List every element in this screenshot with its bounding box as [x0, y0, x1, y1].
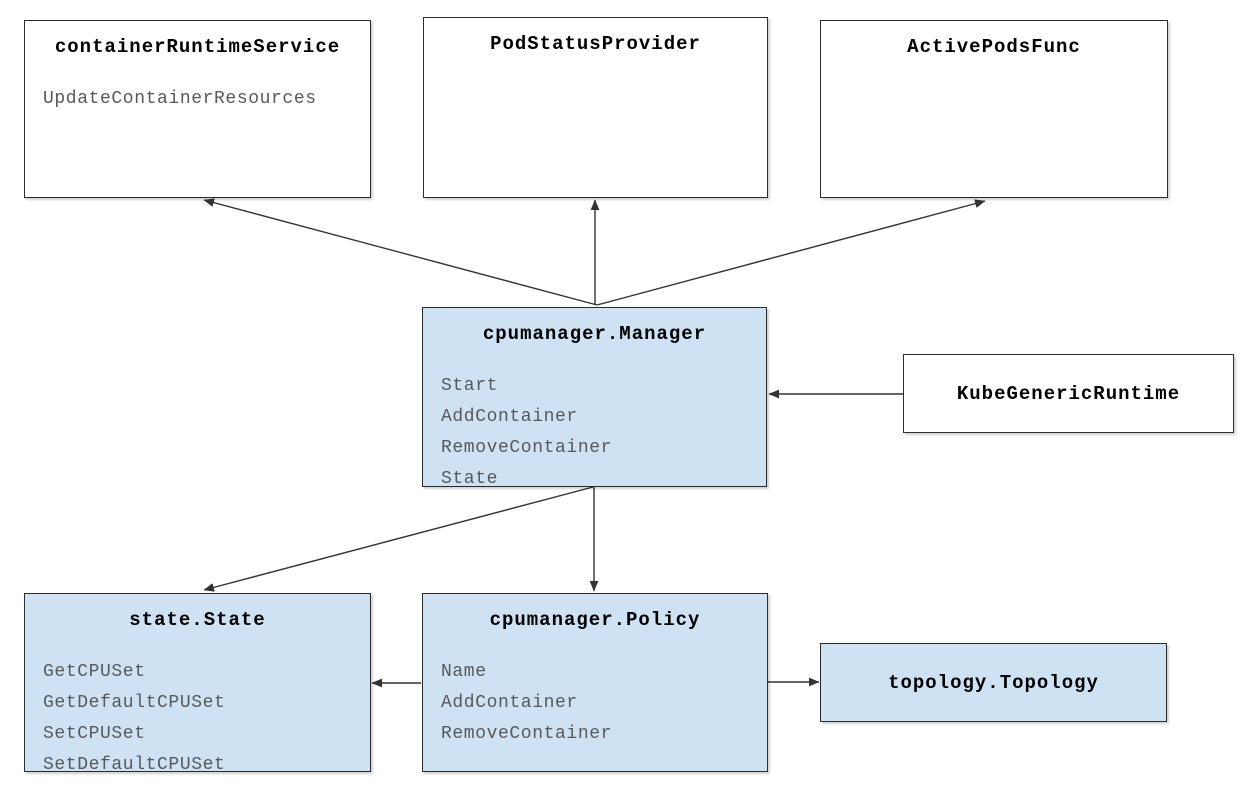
method-label: SetDefaultCPUSet: [43, 755, 226, 775]
node-container-runtime-service: containerRuntimeService UpdateContainerR…: [24, 20, 371, 198]
node-topology-topology: topology.Topology: [820, 643, 1167, 722]
method-label: AddContainer: [441, 693, 578, 713]
node-title: KubeGenericRuntime: [956, 382, 1181, 405]
node-pod-status-provider: PodStatusProvider: [423, 17, 768, 198]
method-label: GetCPUSet: [43, 662, 146, 682]
node-title: topology.Topology: [888, 671, 1099, 694]
method-label: UpdateContainerResources: [43, 89, 317, 109]
edge-manager-to-statestate: [203, 486, 594, 592]
node-title: cpumanager.Policy: [489, 609, 701, 631]
method-label: Start: [441, 376, 499, 396]
edge-manager-to-containerruntimeservice: [203, 198, 598, 306]
node-method-list: Name AddContainer RemoveContainer: [423, 657, 767, 750]
method-label: Name: [441, 662, 487, 682]
method-label: State: [441, 469, 499, 489]
node-state-state: state.State GetCPUSet GetDefaultCPUSet S…: [24, 593, 371, 775]
method-label: GetDefaultCPUSet: [43, 693, 226, 713]
node-method-list: Start AddContainer RemoveContainer State: [423, 371, 766, 495]
method-label: SetCPUSet: [43, 724, 146, 744]
edge-manager-to-activepodsfunc: [596, 199, 986, 306]
node-title: cpumanager.Manager: [482, 323, 707, 345]
node-title: PodStatusProvider: [490, 33, 701, 55]
node-active-pods-func: ActivePodsFunc: [820, 20, 1168, 198]
method-label: AddContainer: [441, 407, 578, 427]
node-method-list: UpdateContainerResources: [25, 84, 370, 115]
node-method-list: GetCPUSet GetDefaultCPUSet SetCPUSet Set…: [25, 657, 370, 781]
method-label: RemoveContainer: [441, 724, 613, 744]
node-title: ActivePodsFunc: [907, 36, 1081, 58]
node-cpumanager-manager: cpumanager.Manager Start AddContainer Re…: [422, 307, 767, 489]
method-label: RemoveContainer: [441, 438, 613, 458]
node-kube-generic-runtime: KubeGenericRuntime: [903, 354, 1234, 433]
node-cpumanager-policy: cpumanager.Policy Name AddContainer Remo…: [422, 593, 768, 772]
node-title: containerRuntimeService: [54, 36, 341, 58]
node-title: state.State: [129, 609, 266, 631]
